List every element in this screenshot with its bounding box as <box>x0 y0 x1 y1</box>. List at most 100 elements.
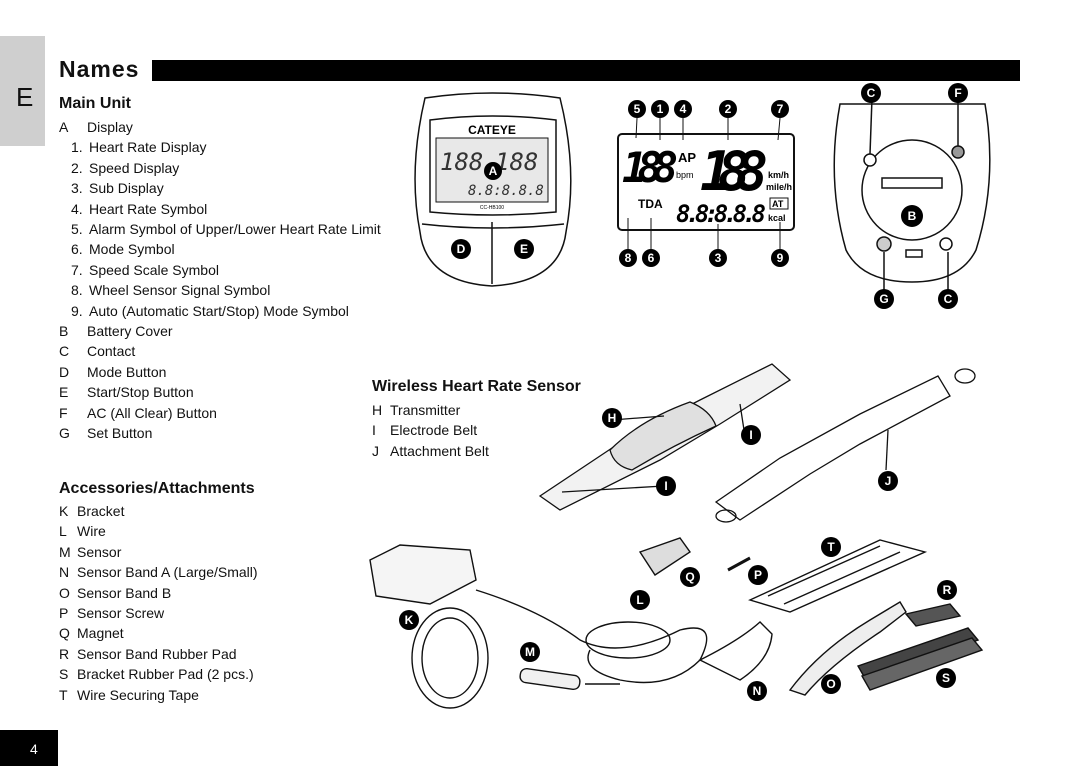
svg-text:C: C <box>867 86 876 100</box>
svg-text:G: G <box>879 292 888 306</box>
svg-text:9: 9 <box>777 251 784 265</box>
language-tab-letter: E <box>16 82 34 112</box>
callout-9: 9 <box>771 249 789 267</box>
accessories-illustration <box>369 537 984 709</box>
callout-R: R <box>937 580 957 600</box>
lcd-at-box <box>769 197 789 210</box>
model-label: CC-HB100 <box>480 205 504 211</box>
lcd-speed-digits: 188 <box>700 140 768 203</box>
mini-lcd-hr: 188 <box>440 148 483 176</box>
callout-6: 6 <box>642 249 660 267</box>
callout-D: D <box>451 239 471 259</box>
svg-text:B: B <box>908 209 917 223</box>
callout-G: G <box>874 289 894 309</box>
callout-circles: 5 1 4 2 7 8 6 3 9 A B C C D E F G H I I … <box>399 83 968 701</box>
svg-text:I: I <box>749 428 752 442</box>
callout-S: S <box>936 668 956 688</box>
callout-B: B <box>901 205 923 227</box>
callout-T: T <box>821 537 841 557</box>
main-unit-back-illustration <box>833 97 991 290</box>
svg-text:F: F <box>954 86 961 100</box>
svg-text:Q: Q <box>685 570 694 584</box>
callout-4: 4 <box>674 100 692 118</box>
svg-text:H: H <box>608 411 617 425</box>
svg-text:C: C <box>944 292 953 306</box>
mini-lcd-speed: 188 <box>495 148 538 176</box>
callout-E: E <box>514 239 534 259</box>
callout-I-lower: I <box>656 476 676 496</box>
mini-lcd-sub: 8.8:8.8.8 <box>468 183 544 199</box>
callout-F: F <box>948 83 968 103</box>
svg-text:J: J <box>885 474 892 488</box>
list-item: 5.Alarm Symbol of Upper/Lower Heart Rate… <box>71 221 381 238</box>
svg-text:A: A <box>489 164 498 178</box>
callout-1: 1 <box>651 100 669 118</box>
svg-text:P: P <box>754 568 762 582</box>
callout-K: K <box>399 610 419 630</box>
main-unit-front-illustration <box>414 92 572 287</box>
lcd-hr-digits: 188 <box>622 143 678 192</box>
callout-Q: Q <box>680 567 700 587</box>
svg-text:2: 2 <box>725 102 732 116</box>
list-item: 9.Auto (Automatic Start/Stop) Mode Symbo… <box>71 302 349 319</box>
callout-5: 5 <box>628 100 646 118</box>
callout-H: H <box>602 408 622 428</box>
page-title: Names <box>59 56 140 82</box>
list-item: 1.Heart Rate Display <box>71 139 207 156</box>
callout-O: O <box>821 674 841 694</box>
title-bar <box>152 60 1020 81</box>
page-number: 4 <box>30 741 38 757</box>
lcd-kmh: km/h <box>768 170 789 180</box>
callout-A: A <box>484 162 502 180</box>
wireless-heading: Wireless Heart Rate Sensor <box>372 378 581 395</box>
list-item: 4.Heart Rate Symbol <box>71 200 208 217</box>
callout-C-bottom: C <box>938 289 958 309</box>
lcd-mileh: mile/h <box>766 182 792 192</box>
svg-text:5: 5 <box>634 102 641 116</box>
callout-L: L <box>630 590 650 610</box>
list-item: 3.Sub Display <box>71 180 164 197</box>
list-item: 6.Mode Symbol <box>71 241 175 258</box>
svg-text:D: D <box>457 242 466 256</box>
svg-text:N: N <box>753 684 762 698</box>
svg-text:L: L <box>636 593 643 607</box>
lcd-bpm: bpm <box>676 170 694 180</box>
svg-text:6: 6 <box>648 251 655 265</box>
callout-C-top: C <box>861 83 881 103</box>
svg-text:1: 1 <box>657 102 664 116</box>
language-tab <box>0 36 45 146</box>
callout-3: 3 <box>709 249 727 267</box>
list-item: 2.Speed Display <box>71 159 180 176</box>
svg-text:8: 8 <box>625 251 632 265</box>
page-number-box <box>0 730 58 766</box>
lcd-leader-lines <box>627 117 781 250</box>
svg-text:S: S <box>942 671 950 685</box>
accessories-heading: Accessories/Attachments <box>59 480 255 497</box>
lcd-ap: AP <box>678 150 696 165</box>
callout-M: M <box>520 642 540 662</box>
list-item: 8.Wheel Sensor Signal Symbol <box>71 282 271 299</box>
callout-2: 2 <box>719 100 737 118</box>
svg-text:M: M <box>525 645 535 659</box>
svg-text:7: 7 <box>777 102 784 116</box>
callout-7: 7 <box>771 100 789 118</box>
svg-text:E: E <box>520 242 528 256</box>
